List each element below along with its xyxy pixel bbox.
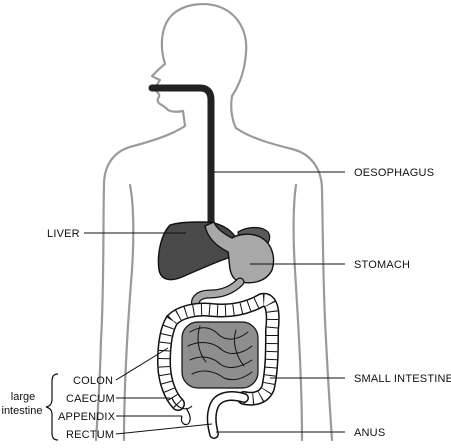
caecum-pouch [171,397,193,410]
small-intestine-mass [181,321,259,389]
label-oesophagus: OESOPHAGUS [354,167,434,179]
label-anus: ANUS [354,427,385,439]
appendix-shape [180,407,191,426]
colon-leader [115,347,169,381]
small-intestine [181,321,259,389]
body-outline [94,3,334,442]
label-stomach: STOMACH [354,259,410,271]
rectum-tube-fill [208,392,248,438]
stomach-shape [204,221,275,284]
label-rectum: RECTUM [66,429,114,441]
oesophagus-tube [148,84,215,232]
label-colon: COLON [73,375,113,387]
large-intestine [157,292,280,439]
label-liver: LIVER [47,228,80,240]
torso-left-inner [122,183,135,442]
leader-lines [84,171,345,435]
torso-left-outline [94,109,187,442]
head-outline [150,3,248,130]
label-caecum: CAECUM [66,393,115,405]
label-appendix: APPENDIX [58,411,116,423]
label-group-intestine: intestine [2,405,43,417]
rectum-leader [115,423,213,435]
label-group-large: large [11,391,35,403]
colon-haustra [158,294,279,408]
label-small-intestine: SMALL INTESTINE [354,373,451,385]
torso-right-inner [292,183,304,442]
torso-right-outline [234,126,334,442]
large-intestine-brace [45,373,59,441]
